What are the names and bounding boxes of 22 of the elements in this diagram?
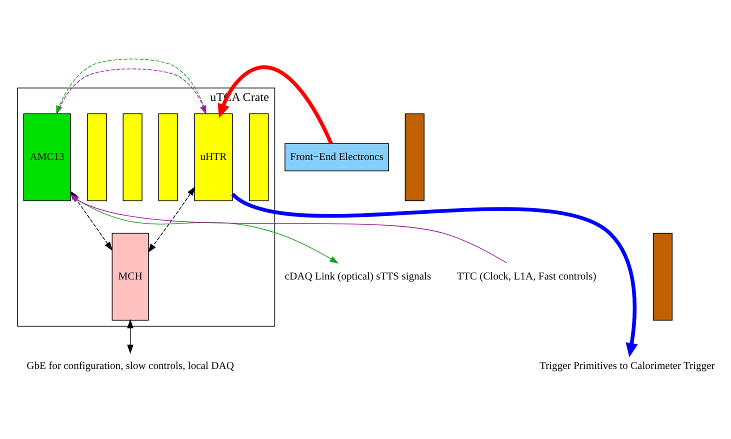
node-box: MCH xyxy=(112,232,149,321)
node-box: Front−End Electroncs xyxy=(284,143,389,172)
arrow xyxy=(70,194,508,264)
arrow xyxy=(148,186,196,253)
arrow xyxy=(218,66,333,144)
node-bar xyxy=(652,232,673,321)
arrow xyxy=(56,58,206,115)
node-bar xyxy=(122,113,142,202)
arrow xyxy=(231,192,638,358)
node-text: GbE for configuration, slow controls, local DAQ xyxy=(26,361,234,372)
arrow xyxy=(56,68,206,115)
node-bar xyxy=(404,113,424,202)
arrow xyxy=(70,194,339,264)
node-text: cDAQ Link (optical) sTTS signals xyxy=(284,272,432,283)
node-text: Trigger Primitives to Calorimeter Trigger xyxy=(540,361,715,372)
node-bar xyxy=(158,113,178,202)
node-bar xyxy=(249,113,269,202)
node-text: TTC (Clock, L1A, Fast controls) xyxy=(456,272,596,283)
node-bar xyxy=(87,113,107,202)
node-box: AMC13 xyxy=(23,113,71,202)
arrow xyxy=(127,319,134,354)
node-box: uHTR xyxy=(194,113,233,202)
